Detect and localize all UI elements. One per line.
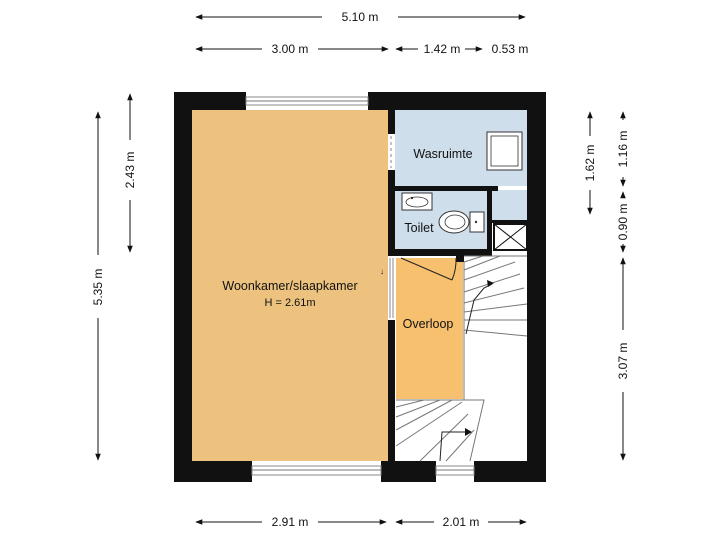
dimension-left-outer: 5.35 m (91, 111, 105, 461)
dimension-top-total: 5.10 m (195, 10, 526, 24)
room-label-overloop: Overloop (403, 317, 454, 331)
dimension-right-a: 1.62 m (583, 111, 597, 215)
dimension-bottom-left: 2.91 m (195, 515, 387, 529)
opening-arrow-icon: ↓ (380, 267, 384, 276)
dimension-top-left: 3.00 m (195, 42, 389, 56)
washing-machine-icon (486, 131, 523, 171)
dimension-top-right: 0.53 m (492, 42, 529, 56)
toilet-icon (438, 210, 485, 234)
room-height-woonkamer: H = 2.61m (264, 297, 315, 309)
stairs-icon (395, 255, 528, 462)
window-top (245, 96, 369, 106)
room-woonkamer (192, 110, 388, 461)
dimension-text: 2.43 m (123, 152, 137, 189)
dimension-top-mid: 1.42 m (395, 42, 483, 56)
dimension-text: 2.91 m (272, 515, 309, 529)
window-bottom-small (435, 465, 475, 476)
dimension-right-d: 3.07 m (616, 257, 630, 461)
room-label-woonkamer: Woonkamer/slaapkamer (222, 279, 357, 293)
dimension-right-b: 1.16 m (616, 111, 630, 187)
room-label-toilet: Toilet (404, 221, 434, 235)
dimension-text: 1.62 m (583, 145, 597, 182)
room-label-wasruimte: Wasruimte (413, 147, 472, 161)
interior-walls (388, 92, 527, 461)
dimension-text: 3.07 m (616, 343, 630, 380)
dimension-text: 1.42 m (424, 42, 461, 56)
outer-walls (174, 92, 546, 482)
room-overloop (396, 258, 463, 399)
dimension-bottom-right: 2.01 m (395, 515, 527, 529)
opening-overloop (389, 258, 394, 318)
dimension-text: 0.90 m (616, 204, 630, 241)
dimension-text: 5.35 m (91, 269, 105, 306)
dimension-text: 5.10 m (342, 10, 379, 24)
dimension-text: 2.01 m (443, 515, 480, 529)
shaft-icon (493, 223, 528, 251)
room-wasruimte-lower (487, 190, 527, 220)
window-bottom (251, 465, 382, 476)
sink-icon (401, 192, 433, 211)
door-icon (400, 257, 457, 281)
dimension-right-c: 0.90 m (616, 191, 630, 253)
dimension-text: 3.00 m (272, 42, 309, 56)
dimension-text: 1.16 m (616, 131, 630, 168)
dimension-left-inner: 2.43 m (123, 93, 137, 253)
